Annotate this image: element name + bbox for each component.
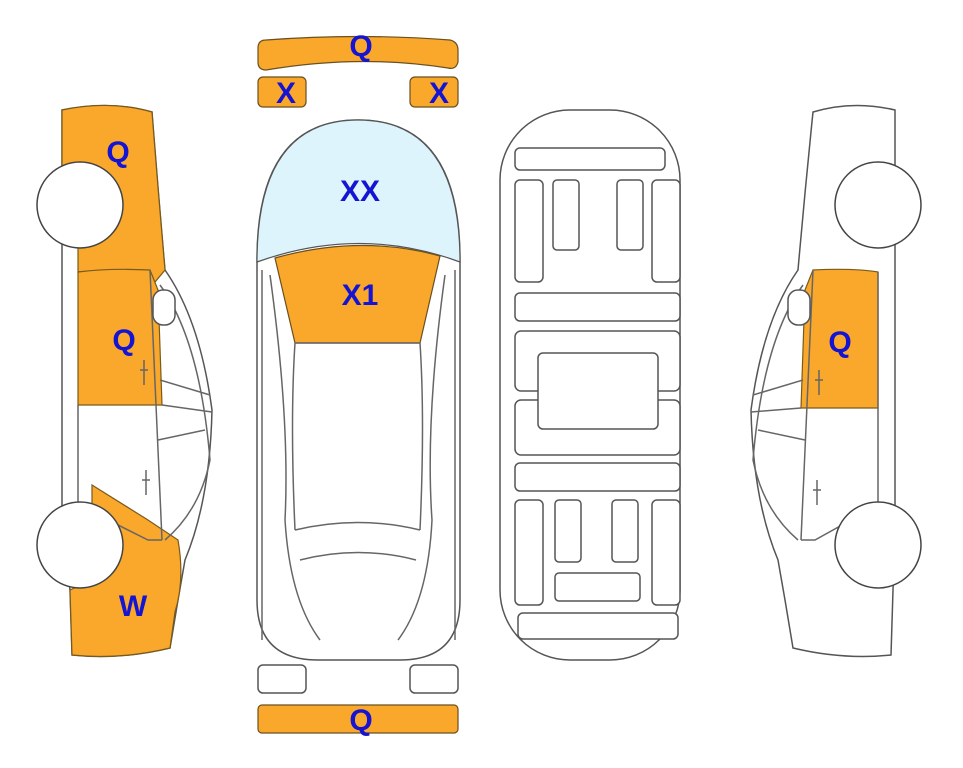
interior-console [537,352,659,430]
left-taillight [257,664,307,694]
label-rear-bumper: Q [349,704,372,737]
label-left-front-fender: Q [106,136,129,169]
interior-part [611,499,639,563]
label-hood: X1 [342,279,379,312]
right-headlight-panel[interactable] [409,76,459,108]
right-side-view: Q [750,104,922,658]
front-bumper-panel[interactable] [257,35,459,71]
label-right-headlight: X [429,77,449,110]
left-mirror [152,289,176,326]
interior-part [514,147,666,171]
interior-part [651,499,681,606]
left-door-handles [140,360,150,495]
right-front-door-panel[interactable] [800,268,879,409]
interior-part [616,179,644,251]
left-side-view: Q Q W [36,104,213,658]
right-door-handles [813,370,823,505]
interior-part [554,572,641,602]
left-front-door-panel[interactable] [77,268,163,406]
right-taillight [409,664,459,694]
interior-part [517,612,679,640]
interior-part [514,292,681,322]
left-front-wheel [36,161,124,249]
interior-plan-view [499,109,681,661]
interior-part [514,499,544,606]
right-mirror [787,289,811,326]
interior-part [554,499,582,563]
interior-part [514,179,544,283]
label-windshield: XX [340,175,380,208]
top-view: Q X X XX X1 Q [256,30,461,737]
left-rear-wheel [36,501,124,589]
windshield-panel[interactable] [256,119,461,263]
label-right-front-door: Q [828,326,851,359]
right-front-wheel [834,161,922,249]
interior-part [514,462,681,492]
top-body-lines [261,270,456,641]
label-left-rear-quarter: W [119,590,148,623]
left-headlight-panel[interactable] [257,76,307,108]
interior-part [651,179,681,283]
hood-panel[interactable] [274,244,441,344]
right-rear-wheel [834,501,922,589]
label-front-bumper: Q [349,30,372,63]
rear-bumper-panel[interactable] [257,704,459,734]
label-left-headlight: X [276,77,296,110]
label-left-front-door: Q [112,324,135,357]
interior-part [552,179,580,251]
